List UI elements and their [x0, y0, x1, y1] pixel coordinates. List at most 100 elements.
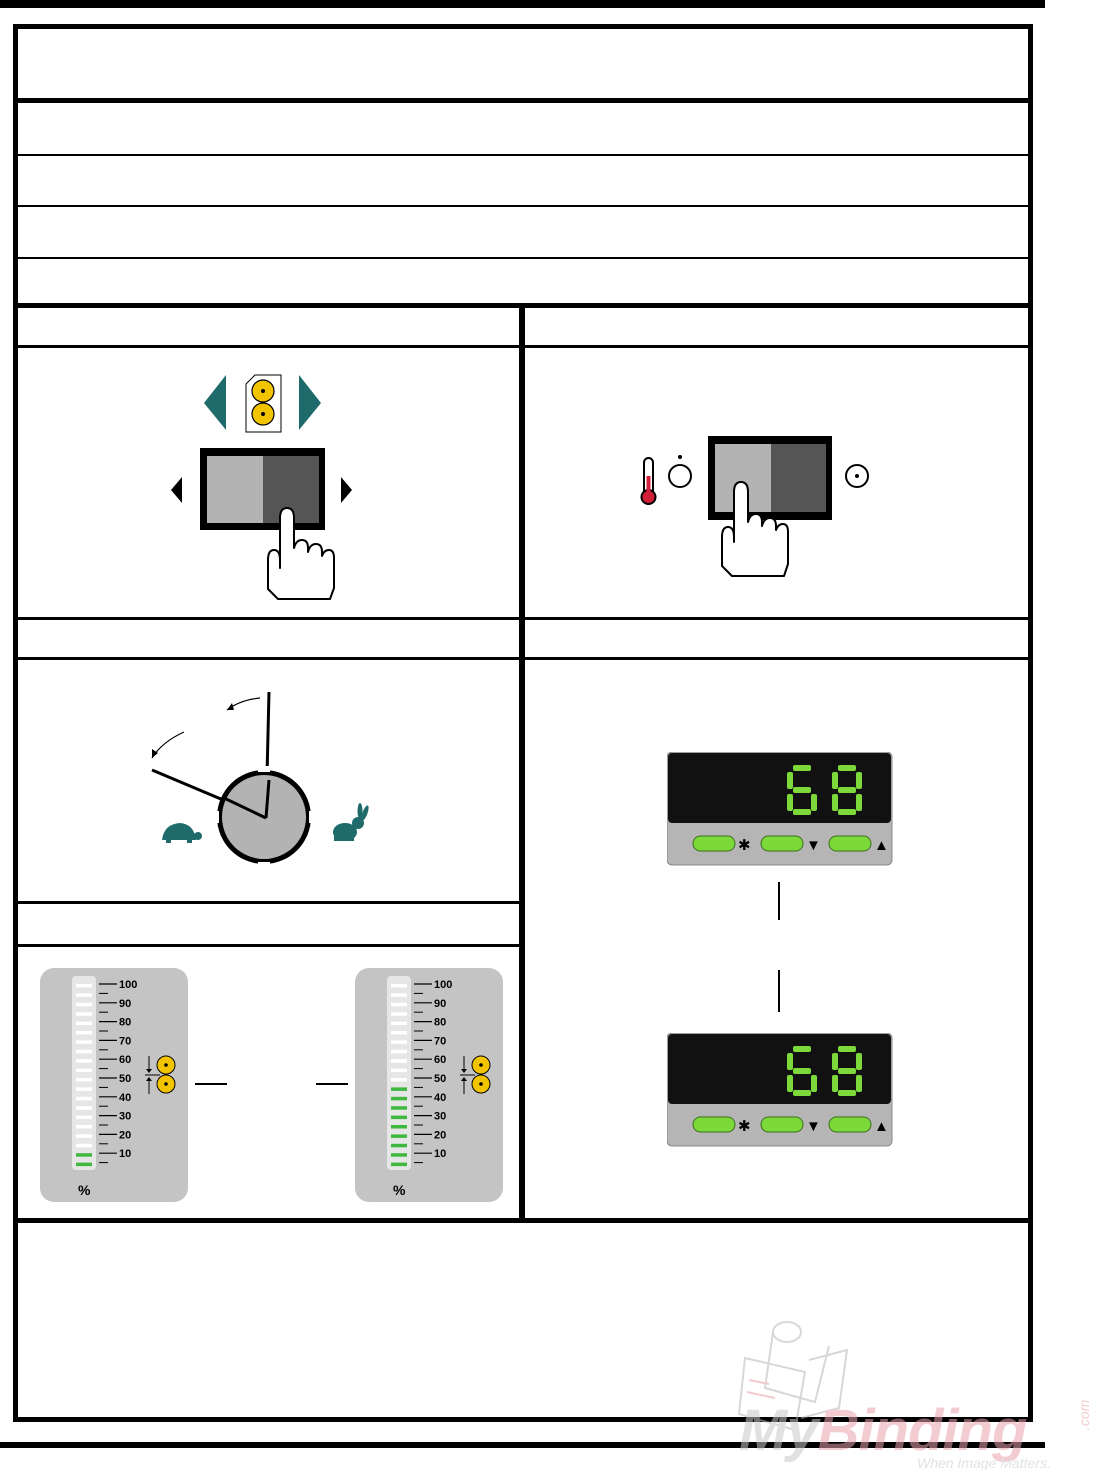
gauge-tick-label: 30	[119, 1111, 131, 1123]
gauge-led	[76, 993, 92, 997]
gauge-led	[76, 1096, 92, 1101]
left-label-rule-5	[13, 944, 521, 947]
display-segment	[793, 1090, 811, 1096]
display-connector-top	[778, 882, 780, 920]
display-segment	[838, 809, 856, 815]
gauge-led	[76, 1087, 92, 1091]
gauge-led	[76, 1068, 92, 1073]
gauge-led-lit	[391, 1106, 407, 1110]
small-left-arrow-icon	[171, 477, 182, 503]
display-segment	[856, 772, 862, 789]
nip-rollers-icon	[145, 1055, 176, 1094]
display-segment	[793, 787, 811, 793]
gauge-led	[76, 1040, 92, 1044]
gauge-tick-label: 10	[119, 1148, 131, 1160]
display-button-symbol: ✱	[738, 1118, 751, 1135]
gauge-tick-label: 40	[119, 1092, 131, 1104]
gauge-led-lit	[391, 1162, 407, 1167]
display-segment	[793, 1046, 811, 1052]
nip-rollers-icon	[460, 1055, 491, 1094]
roller-switch-illustration	[171, 374, 352, 600]
display-button[interactable]	[692, 1116, 736, 1133]
display-segment	[838, 787, 856, 793]
gauge-tick-label: 80	[119, 1017, 131, 1029]
gauge-led	[76, 984, 92, 988]
gauge-led-lit	[391, 1143, 407, 1148]
display-button[interactable]	[692, 835, 736, 852]
speed-knob	[213, 766, 315, 868]
display-segment	[856, 1075, 862, 1092]
right-label-rule-3	[523, 657, 1033, 660]
display-segment	[787, 794, 793, 811]
watermark-tagline: When Image Matters.	[917, 1455, 1051, 1470]
gauge-led	[391, 1031, 407, 1035]
gauge-led	[391, 1049, 407, 1054]
gauge-led-lit	[391, 1134, 407, 1138]
gauge-led	[76, 1134, 92, 1138]
display-button-symbol: ▲	[874, 1118, 889, 1135]
gauge-led	[391, 1002, 407, 1007]
heater-rocker-switch	[708, 436, 832, 520]
header-rule-1	[13, 98, 1033, 103]
gauge-tick-label: 90	[119, 998, 131, 1010]
heater-on-icon	[668, 455, 692, 488]
display-segment	[793, 1068, 811, 1074]
gauge-led-lit	[76, 1162, 92, 1167]
gauge-led	[76, 1031, 92, 1035]
right-label-rule-1	[523, 345, 1033, 348]
gauge-led	[391, 1068, 407, 1073]
gauge-tick-label: 50	[119, 1073, 131, 1085]
left-label-rule-4	[13, 901, 521, 904]
teal-left-arrow-icon	[204, 375, 226, 430]
gauge-led	[76, 1002, 92, 1007]
display-button[interactable]	[828, 835, 872, 852]
pointing-hand-icon	[267, 507, 335, 600]
gauge-led	[76, 1021, 92, 1026]
gauge-unit-label: %	[393, 1182, 406, 1198]
gauge-tick-label: 60	[434, 1054, 446, 1066]
gauge-led	[76, 1078, 92, 1082]
gauge-unit-label: %	[78, 1182, 91, 1198]
form-frame	[13, 24, 1033, 1422]
thermometer-icon	[640, 457, 657, 505]
gauge-led-lit	[391, 1087, 407, 1091]
watermark-suffix: .com	[1076, 1399, 1092, 1430]
gauge-tick-label: 80	[434, 1017, 446, 1029]
display-segment	[811, 1075, 817, 1092]
display-segment	[787, 1053, 793, 1070]
mybinding-watermark: MyBinding .com When Image Matters.	[737, 1321, 1092, 1470]
gauge-led	[391, 1040, 407, 1044]
display-segment	[832, 1053, 838, 1070]
bottom-rule	[0, 1442, 1045, 1448]
rabbit-fast-icon	[333, 803, 369, 841]
display-segment	[793, 765, 811, 771]
gauge-tick-label: 40	[434, 1092, 446, 1104]
gauge-tick-label: 20	[119, 1129, 131, 1141]
gauge-led	[391, 1059, 407, 1063]
gauge-led	[391, 984, 407, 988]
turtle-slow-icon	[162, 823, 202, 843]
gauge-tick-label: 100	[434, 979, 452, 991]
display-segment	[811, 794, 817, 811]
display-connector-bottom	[778, 970, 780, 1012]
header-rule-3	[13, 205, 1033, 207]
display-segment	[856, 794, 862, 811]
display-button[interactable]	[760, 835, 804, 852]
gauge-tick-label: 20	[434, 1129, 446, 1141]
gauge-led-lit	[391, 1125, 407, 1129]
heater-off-icon	[845, 464, 869, 488]
gauge-led	[76, 1143, 92, 1148]
gauge-led	[76, 1106, 92, 1110]
display-segment	[832, 772, 838, 789]
display-segment	[787, 772, 793, 789]
gauge-led	[76, 1049, 92, 1054]
paper-roll-logo-icon	[737, 1321, 849, 1432]
display-button[interactable]	[828, 1116, 872, 1133]
left-label-rule-1	[13, 345, 521, 348]
pointing-hand-icon	[721, 481, 789, 577]
gauge-led	[391, 1078, 407, 1082]
display-button-symbol: ▲	[874, 837, 889, 854]
display-button[interactable]	[760, 1116, 804, 1133]
